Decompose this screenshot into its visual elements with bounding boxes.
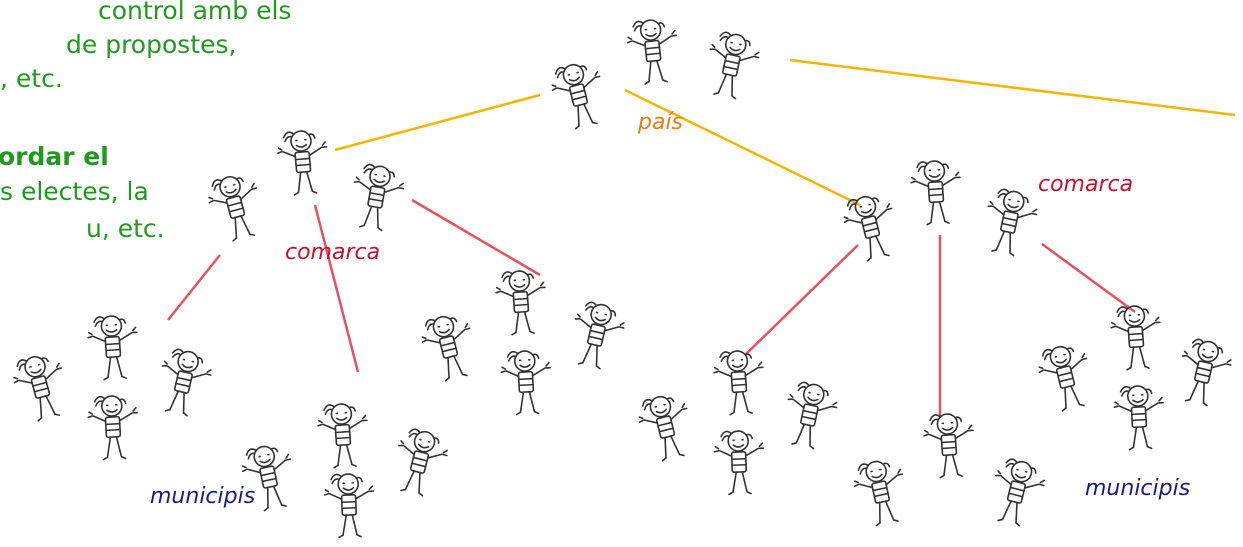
line-comarca-left-munic-c [411, 198, 541, 277]
line-comarca-right-munic-a [744, 244, 859, 356]
label-pais: país [638, 110, 684, 135]
text-line-4: ordar el [0, 140, 109, 173]
person-icon [79, 308, 146, 390]
person-icon [309, 396, 376, 478]
person-icon [915, 406, 982, 488]
line-comarca-left-munic-a [167, 254, 221, 321]
line-pais-comarca-right [624, 88, 861, 207]
line-pais-comarca-left [334, 93, 541, 152]
label-municipis-right: municipis [1085, 476, 1191, 501]
person-icon [269, 122, 338, 205]
person-icon [705, 343, 772, 425]
text-line-4-bold: ordar el [0, 142, 109, 171]
person-icon [618, 11, 688, 95]
text-line-2: de propostes, [66, 30, 237, 59]
person-icon [707, 424, 772, 504]
label-comarca-left: comarca [285, 240, 381, 265]
text-line-3: , etc. [0, 64, 63, 93]
person-icon [1106, 378, 1172, 459]
line-comarca-right-munic-c [1041, 242, 1136, 314]
label-comarca-right: comarca [1038, 172, 1134, 197]
text-line-1: control amb els [98, 0, 292, 25]
person-icon [80, 388, 146, 469]
person-icon [902, 153, 969, 235]
line-pais-offscreen [789, 58, 1236, 117]
person-icon [493, 343, 559, 424]
text-line-5: s electes, la [0, 177, 149, 206]
label-municipis-left: municipis [150, 484, 256, 509]
person-icon [1102, 298, 1169, 380]
person-icon [487, 263, 554, 345]
person-icon [317, 467, 382, 547]
line-comarca-left-munic-b [313, 204, 360, 373]
text-line-6: u, etc. [86, 214, 165, 243]
